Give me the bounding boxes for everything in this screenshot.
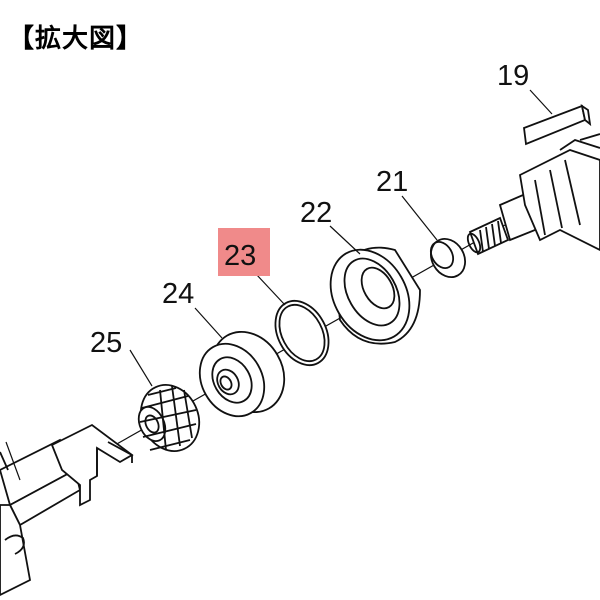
leader-line-22 (329, 225, 361, 255)
leader-line-19 (529, 89, 553, 115)
part-19-carbon-brush (523, 104, 592, 146)
leader-line-23 (255, 273, 286, 306)
label-part-23: 23 (224, 240, 256, 272)
leader-line-25 (129, 349, 153, 387)
shaft-part (0, 423, 134, 597)
leader-line-24 (194, 307, 223, 339)
page-title: 【拡大図】 (8, 24, 144, 54)
leader-line-shaft (5, 441, 21, 481)
part-24-ball-bearing (198, 330, 286, 418)
label-part-21: 21 (376, 166, 408, 198)
highlight-box-23 (218, 228, 270, 276)
label-part-19: 19 (497, 60, 529, 92)
part-22-bearing-cup (329, 246, 421, 345)
label-part-24: 24 (162, 278, 194, 310)
label-part-25: 25 (90, 327, 122, 359)
part-23-ring (274, 300, 330, 366)
part-21-small-ring (429, 238, 466, 278)
leader-line-21 (401, 195, 438, 241)
label-part-22: 22 (300, 197, 332, 229)
part-25-bevel-gear (137, 384, 201, 452)
armature-part (466, 133, 600, 256)
